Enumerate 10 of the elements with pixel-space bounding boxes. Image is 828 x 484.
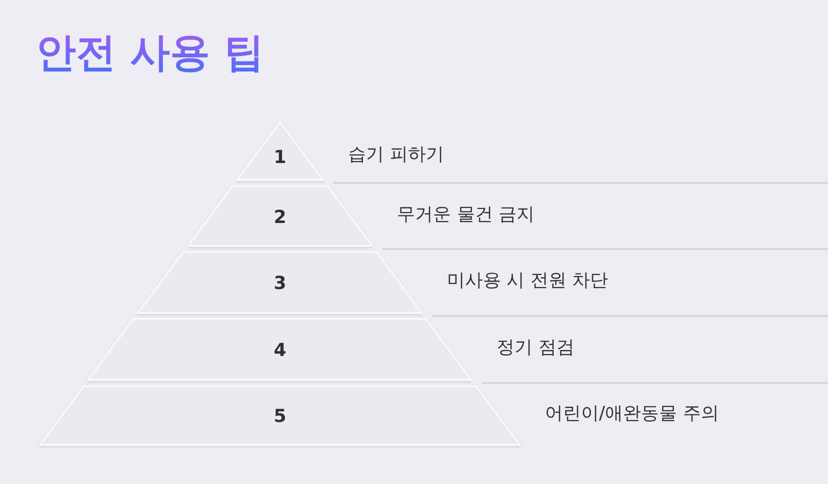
tip-text: 정기 점검 (496, 339, 574, 358)
tier-number: 2 (274, 208, 286, 227)
tier-number: 3 (274, 275, 286, 294)
tip-text: 습기 피하기 (348, 146, 444, 164)
tip-text: 어린이/애완동물 주의 (544, 405, 719, 424)
tier-number: 4 (274, 342, 286, 360)
tip-text: 무거운 물건 금지 (397, 206, 535, 224)
tip-text: 미사용 시 전원 차단 (446, 272, 608, 290)
tier-number: 5 (274, 408, 286, 426)
tier-number: 1 (274, 148, 286, 167)
